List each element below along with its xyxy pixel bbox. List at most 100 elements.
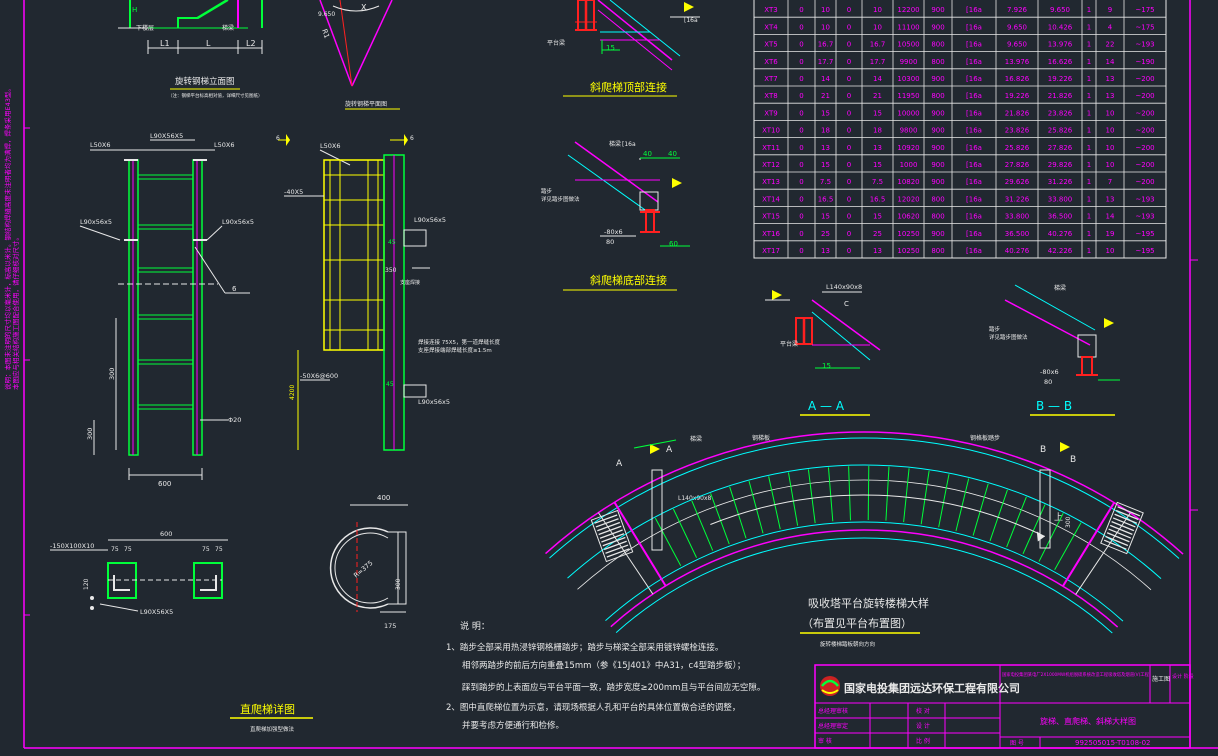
table-cell: 1 (1087, 75, 1091, 83)
table-cell: [16a (966, 23, 982, 31)
table-cell: 10 (1106, 144, 1115, 152)
table-cell: ~200 (1135, 144, 1154, 152)
table-cell: 1 (1087, 213, 1091, 221)
table-cell: 14 (1106, 213, 1115, 221)
table-cell: 1 (1087, 144, 1091, 152)
table-cell: 10250 (897, 247, 919, 255)
svg-text:R1: R1 (320, 28, 331, 40)
slope-top-title: 斜爬梯顶部连接 (590, 80, 667, 94)
table-cell: 9.650 (1007, 23, 1027, 31)
table-cell: [16a (966, 230, 982, 238)
table-cell: XT3 (764, 6, 777, 14)
table-cell: 29.826 (1048, 161, 1073, 169)
table-cell: 15 (873, 161, 882, 169)
table-cell: 13 (873, 247, 882, 255)
svg-text:75: 75 (215, 546, 223, 553)
table-cell: 900 (931, 75, 944, 83)
table-cell: ~200 (1135, 178, 1154, 186)
table-cell: 13.976 (1005, 58, 1030, 66)
table-cell: 0 (799, 195, 803, 203)
svg-text:-50X6@600: -50X6@600 (300, 372, 338, 380)
table-cell: 7.5 (872, 178, 883, 186)
table-cell: 0 (799, 92, 803, 100)
table-cell: 16.7 (870, 41, 886, 49)
svg-text:L1: L1 (160, 39, 170, 48)
svg-text:L90X56X5: L90X56X5 (140, 608, 173, 616)
table-cell: 0 (847, 144, 851, 152)
table-cell: 1 (1087, 195, 1091, 203)
svg-text:R=375: R=375 (352, 559, 374, 580)
table-cell: 0 (847, 75, 851, 83)
table-cell: 16.626 (1048, 58, 1073, 66)
svg-text:说明：本图未注明的尺寸均以毫米计，标高以米计。钢结构焊缝高度: 说明：本图未注明的尺寸均以毫米计，标高以米计。钢结构焊缝高度未注明者均为满焊，焊… (3, 85, 12, 390)
svg-text:40: 40 (668, 150, 677, 158)
svg-text:300: 300 (1065, 516, 1072, 528)
svg-text:国家电投集团某电厂2X1000MW机组脱硫系统改造工程吸收塔: 国家电投集团某电厂2X1000MW机组脱硫系统改造工程吸收塔及烟道(V)工程 (1002, 671, 1150, 678)
table-cell: XT16 (762, 230, 780, 238)
table-cell: 10920 (897, 144, 919, 152)
table-cell: 800 (931, 213, 944, 221)
table-cell: 800 (931, 92, 944, 100)
svg-text:设 计: 设 计 (916, 722, 930, 730)
svg-text:本图应与相关结构施工图配合使用，请仔细核对尺寸。: 本图应与相关结构施工图配合使用，请仔细核对尺寸。 (11, 234, 20, 390)
svg-text:175: 175 (384, 622, 396, 630)
table-cell: XT8 (764, 92, 777, 100)
table-cell: 33.800 (1005, 213, 1030, 221)
section-b-b: 梯梁 踏步 详见踏步图做法 -80x6 80 B — B (989, 284, 1120, 416)
svg-text:直爬梯加强型做法: 直爬梯加强型做法 (250, 725, 295, 733)
table-cell: ~200 (1135, 127, 1154, 135)
table-cell: ~200 (1135, 75, 1154, 83)
table-cell: 36.500 (1048, 213, 1073, 221)
svg-text:[16a: [16a (684, 17, 698, 24)
svg-text:L90x56x5: L90x56x5 (414, 216, 446, 224)
table-cell: 900 (931, 230, 944, 238)
table-cell: ~200 (1135, 92, 1154, 100)
table-cell: 25.826 (1005, 144, 1030, 152)
table-cell: 21 (821, 92, 830, 100)
table-cell: 16.7 (818, 41, 834, 49)
table-cell: 0 (799, 247, 803, 255)
table-cell: 13 (1106, 195, 1115, 203)
table-cell: XT13 (762, 178, 780, 186)
table-cell: 0 (847, 41, 851, 49)
table-cell: ~193 (1135, 41, 1154, 49)
svg-text:75: 75 (202, 546, 210, 553)
table-cell: 1 (1087, 23, 1091, 31)
svg-text:L50X6: L50X6 (90, 141, 110, 149)
svg-text:-40X5: -40X5 (284, 188, 303, 196)
svg-text:[16a: [16a (622, 141, 636, 148)
table-cell: 25.826 (1048, 127, 1073, 135)
table-cell: 900 (931, 161, 944, 169)
table-cell: 10 (1106, 161, 1115, 169)
svg-text:B: B (1070, 455, 1076, 465)
table-cell: [16a (966, 127, 982, 135)
table-cell: 12020 (897, 195, 919, 203)
table-cell: 0 (799, 6, 803, 14)
svg-text:B: B (1040, 445, 1046, 455)
svg-text:钢格板踏步: 钢格板踏步 (970, 434, 1000, 442)
table-cell: XT11 (762, 144, 780, 152)
svg-text:B — B: B — B (1036, 399, 1072, 413)
table-cell: 25 (873, 230, 882, 238)
svg-text:L50X6: L50X6 (214, 141, 234, 149)
table-cell: 9.650 (1007, 41, 1027, 49)
svg-text:350: 350 (385, 267, 397, 274)
svg-text:6: 6 (276, 135, 280, 142)
svg-text:-80x6: -80x6 (1040, 368, 1059, 376)
table-cell: 0 (847, 58, 851, 66)
table-cell: 36.500 (1005, 230, 1030, 238)
table-cell: 13 (1106, 75, 1115, 83)
main-title: 吸收塔平台旋转楼梯大样 (808, 596, 929, 610)
table-cell: 17.7 (870, 58, 886, 66)
table-cell: 10 (821, 6, 830, 14)
company-name: 国家电投集团远达环保工程有限公司 (844, 681, 1020, 695)
table-cell: 900 (931, 127, 944, 135)
table-cell: 900 (931, 6, 944, 14)
svg-text:4200: 4200 (289, 385, 296, 400)
table-cell: 19 (1106, 230, 1115, 238)
table-cell: 800 (931, 247, 944, 255)
table-cell: 7.5 (820, 178, 831, 186)
